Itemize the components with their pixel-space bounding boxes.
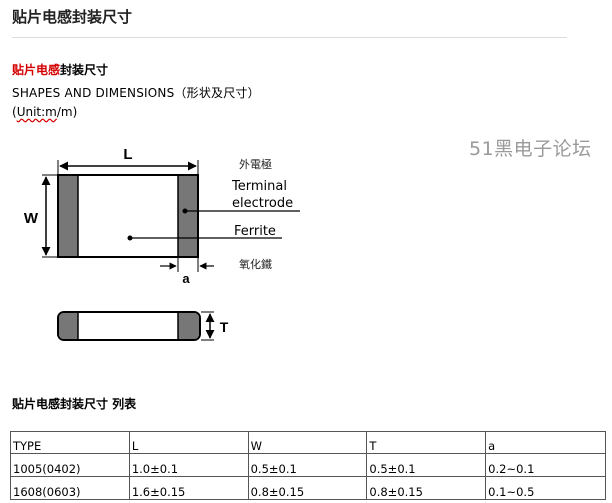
dimension-table: TYPE L W T a 1005(0402) 1.0±0.1 0.5±0.1 … [10,431,606,500]
chip-side-body [57,311,201,341]
dimension-diagram: L W a 外電極 Terminal electrode Ferrite 氧化鐵… [24,146,300,341]
page-title: 贴片电感封装尺寸 [12,8,133,26]
watermark-text: 51黑电子论坛 [469,138,592,160]
outer-electrode-cn-label: 外電極 [239,157,272,171]
table-cell: 0.8±0.15 [247,476,368,500]
column-header: W [247,431,368,454]
label-W: W [24,210,39,227]
unit-word: Unit:m [16,105,57,119]
table-cell: 0.5±0.1 [247,453,368,477]
table-cell: 0.1~0.5 [485,476,606,500]
electrode-label: electrode [232,196,293,211]
shapes-dimensions-label: SHAPES AND DIMENSIONS（形状及尺寸） [12,86,260,100]
table-cell: 1.6±0.15 [128,476,249,500]
title-divider [12,37,567,38]
section-heading-rest: 封装尺寸 [60,63,109,77]
oxide-cn-label: 氧化鐵 [239,257,272,271]
label-a: a [182,271,190,286]
chip-top-body [57,174,199,258]
column-header: L [128,431,249,454]
table-row: 1608(0603) 1.6±0.15 0.8±0.15 0.8±0.15 0.… [10,476,606,500]
label-L: L [123,146,132,163]
ferrite-label: Ferrite [234,224,276,239]
table-cell: 1608(0603) [10,476,130,500]
unit-close: /m) [56,105,78,119]
column-header: T [366,431,487,454]
column-header: a [485,431,606,454]
side-left-electrode [59,313,78,339]
unit-label: (Unit:m/m) [12,105,77,119]
table-cell: 1005(0402) [10,453,130,477]
section-heading-highlight: 贴片电感 [12,63,61,77]
table-row: 1005(0402) 1.0±0.1 0.5±0.1 0.5±0.1 0.2~0… [10,453,606,477]
section-heading: 贴片电感封装尺寸 [12,61,108,78]
label-T: T [220,319,229,335]
unit-open: ( [12,105,17,119]
table-cell: 1.0±0.1 [128,453,249,477]
side-right-electrode [178,313,199,339]
table-cell: 0.5±0.1 [366,453,487,477]
terminal-label: Terminal [231,179,287,194]
left-electrode [59,176,78,256]
table-cell: 0.2~0.1 [485,453,606,477]
right-electrode [178,176,197,256]
table-header-row: TYPE L W T a [10,431,606,454]
table-cell: 0.8±0.15 [366,476,487,500]
table-heading: 贴片电感封装尺寸 列表 [12,397,137,411]
column-header: TYPE [10,431,130,454]
